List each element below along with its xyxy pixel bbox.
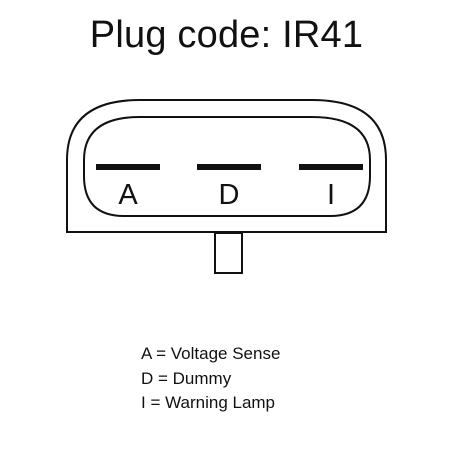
pin-d-label: D — [219, 179, 240, 211]
pin-i-label: I — [327, 179, 335, 211]
plug-code-title: Plug code: IR41 — [89, 14, 364, 56]
pin-d-bar — [197, 164, 261, 170]
pin-legend: A = Voltage Sense D = Dummy I = Warning … — [141, 342, 280, 416]
pin-a-label: A — [118, 179, 138, 211]
legend-item-i: I = Warning Lamp — [141, 393, 276, 412]
connector-outer-housing — [66, 99, 387, 233]
legend-item-d: D = Dummy — [141, 368, 232, 388]
connector-latch-tab — [214, 232, 243, 274]
pin-a-bar — [96, 164, 160, 170]
connector-inner-socket — [83, 116, 371, 217]
pin-i-bar — [299, 164, 363, 170]
legend-item-a: A = Voltage Sense — [141, 344, 281, 363]
